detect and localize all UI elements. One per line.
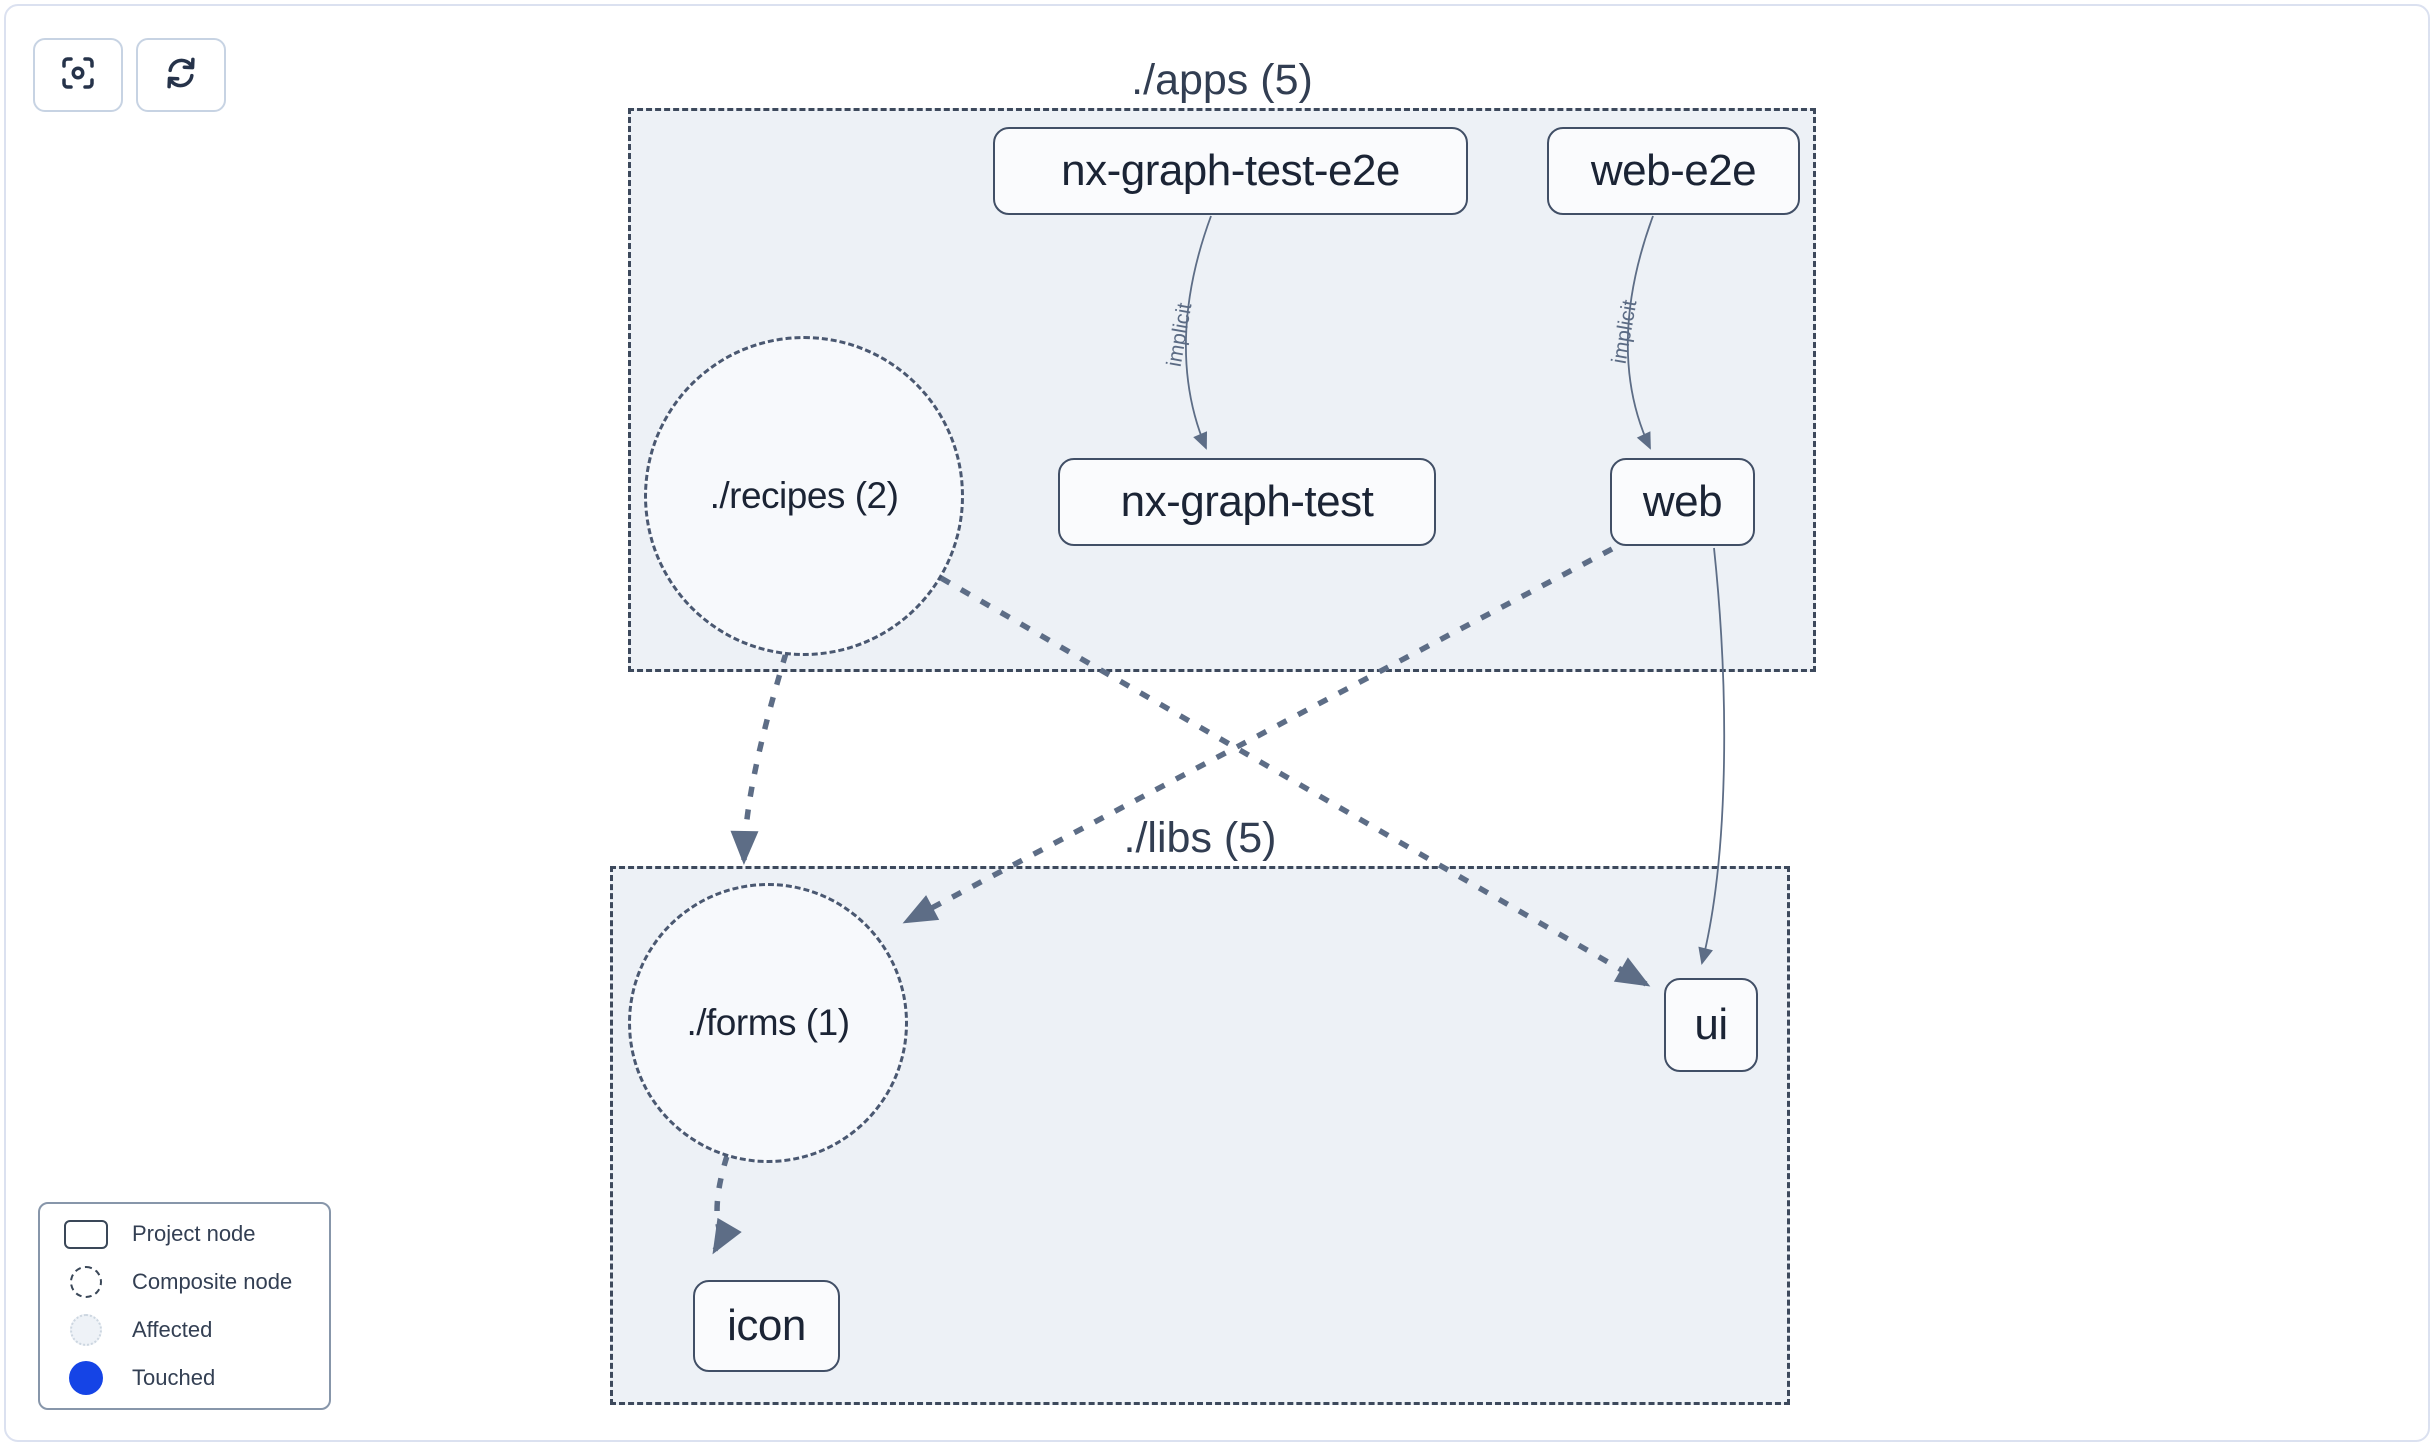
edge-web-to-forms [902, 546, 1614, 924]
node-label: icon [727, 1301, 806, 1350]
edge-label-implicit-2: implicit [1608, 298, 1642, 365]
composite-node-recipes[interactable]: ./recipes (2) [644, 336, 964, 656]
legend-label: Touched [132, 1365, 216, 1390]
legend: Project node Composite node Affected Tou… [38, 1202, 331, 1410]
group-apps-title: ./apps (5) [1131, 56, 1313, 104]
composite-node-forms[interactable]: ./forms (1) [628, 883, 908, 1163]
legend-label: Affected [132, 1317, 213, 1342]
group-libs-title: ./libs (5) [1123, 814, 1277, 862]
refresh-icon [160, 52, 202, 99]
node-web[interactable]: web [1610, 458, 1755, 546]
node-ui[interactable]: ui [1664, 978, 1758, 1072]
legend-item-project-node: Project node [40, 1210, 329, 1258]
refresh-button[interactable] [136, 38, 226, 112]
edge-web-to-ui [1698, 547, 1726, 965]
toolbar [33, 38, 226, 112]
node-label: web [1642, 477, 1723, 526]
edge-label-implicit-1: implicit [1163, 301, 1197, 368]
legend-label: Project node [132, 1221, 256, 1246]
node-icon[interactable]: icon [693, 1280, 840, 1372]
focus-reset-button[interactable] [33, 38, 123, 112]
legend-item-touched: Touched [40, 1354, 329, 1402]
legend-item-composite-node: Composite node [40, 1258, 329, 1306]
edge-web-e2e-to-web [1626, 215, 1654, 450]
node-label: nx-graph-test-e2e [1061, 146, 1400, 195]
node-label: nx-graph-test [1120, 477, 1374, 526]
node-label: ui [1694, 1000, 1728, 1049]
edge-nx-graph-test-e2e-to-nx-graph-test [1185, 215, 1212, 450]
node-label: ./forms (1) [686, 1002, 850, 1043]
edge-recipes-to-ui [939, 575, 1651, 987]
legend-item-affected: Affected [40, 1306, 329, 1354]
node-nx-graph-test[interactable]: nx-graph-test [1058, 458, 1436, 546]
touched-swatch [69, 1361, 103, 1395]
node-web-e2e[interactable]: web-e2e [1547, 127, 1800, 215]
node-nx-graph-test-e2e[interactable]: nx-graph-test-e2e [993, 127, 1468, 215]
node-label: web-e2e [1590, 146, 1757, 195]
edge-forms-to-icon [712, 1155, 742, 1255]
focus-icon [57, 52, 99, 99]
legend-label: Composite node [132, 1269, 293, 1294]
affected-swatch [70, 1314, 102, 1346]
edge-recipes-to-forms [730, 652, 789, 865]
project-node-swatch [64, 1219, 108, 1249]
composite-node-swatch [70, 1266, 102, 1298]
node-label: ./recipes (2) [709, 475, 899, 516]
